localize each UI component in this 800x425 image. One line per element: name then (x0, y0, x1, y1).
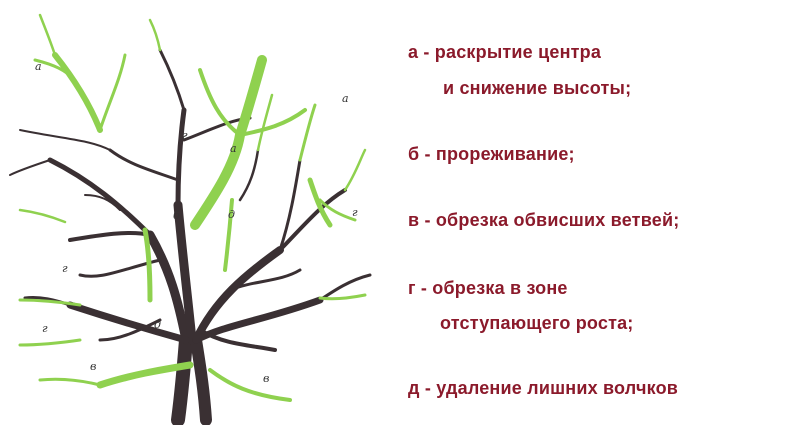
legend-g-line1: г - обрезка в зоне (408, 278, 568, 298)
legend-d: д - удаление лишних волчков (408, 378, 679, 398)
legend-b: б - прореживание; (408, 144, 575, 164)
tree-label-g-top: г (182, 129, 188, 142)
legend: а - раскрытие центра и снижение высоты; … (400, 0, 800, 425)
tree-label-g-left: г (62, 262, 68, 275)
legend-v: в - обрезка обвисших ветвей; (408, 210, 680, 230)
tree-label-a-right: а (342, 92, 349, 105)
tree-pruning-illustration: а а а б д д г г г г в в (9, 13, 372, 425)
tree-label-g-right: г (352, 206, 358, 219)
tree-label-v-left: в (90, 360, 96, 373)
legend-g-line2: отступающего роста; (440, 313, 634, 333)
legend-a-line1: а - раскрытие центра (408, 42, 602, 62)
legend-a-line2: и снижение высоты; (443, 78, 632, 98)
tree-skeleton (9, 48, 372, 425)
tree-label-v-right: в (263, 372, 269, 385)
pruned-shoots (18, 13, 367, 402)
tree-label-a-center: а (230, 142, 237, 155)
tree-label-d-upper: д (228, 208, 235, 221)
tree-label-b: б (173, 209, 180, 222)
tree-label-g-lower-left: г (42, 322, 48, 335)
tree-label-a-left: а (35, 60, 42, 73)
tree-label-d-lower: д (154, 318, 161, 331)
